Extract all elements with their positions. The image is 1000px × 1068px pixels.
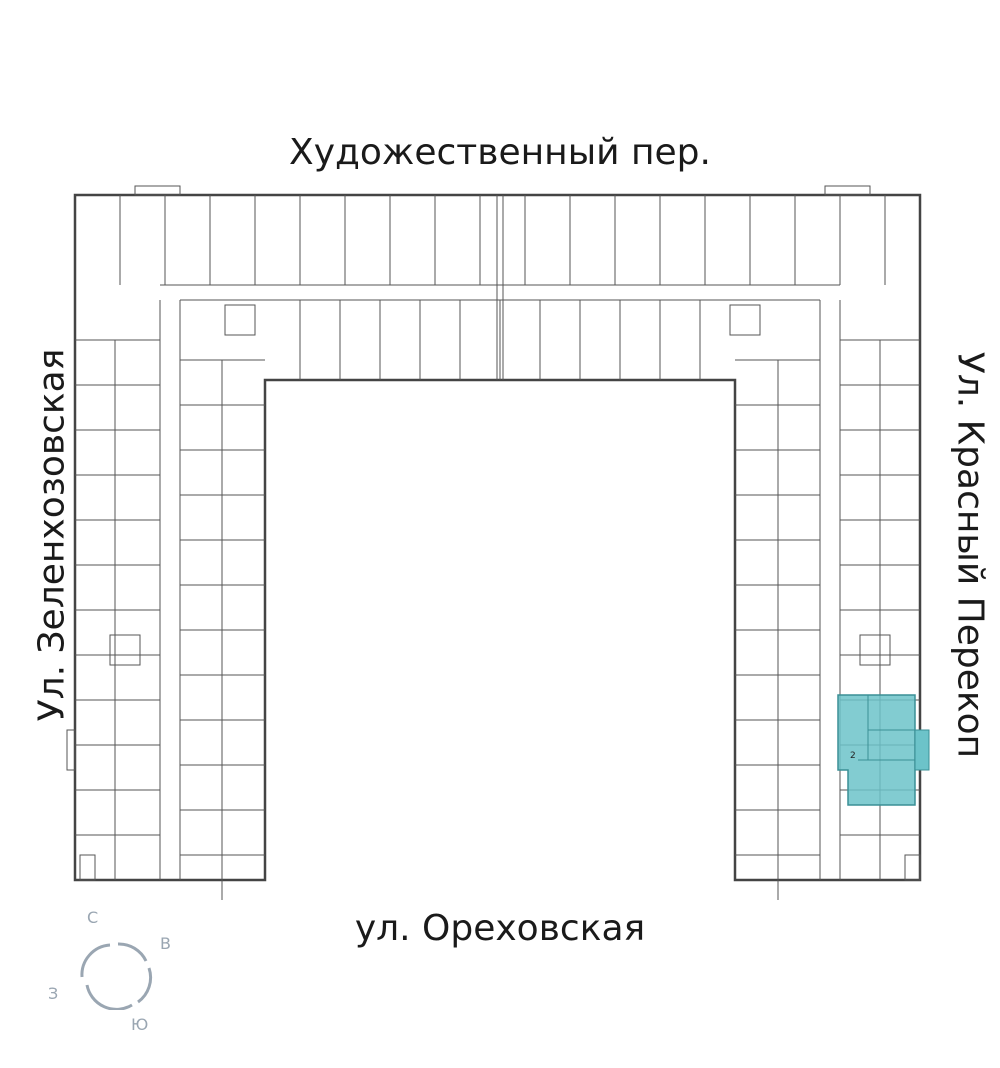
compass-ring-icon	[80, 942, 153, 1010]
compass-west: З	[48, 984, 59, 1003]
wall	[109, 634, 141, 666]
wall	[859, 634, 891, 666]
wall	[79, 854, 96, 881]
street-label-top: Художественный пер.	[289, 132, 711, 173]
compass-east: В	[160, 934, 171, 953]
wall	[904, 854, 921, 881]
wall	[824, 185, 871, 196]
wall	[224, 304, 256, 336]
compass-south: Ю	[131, 1015, 149, 1034]
wall	[73, 193, 922, 882]
wall	[729, 304, 761, 336]
wall	[66, 729, 76, 771]
compass-north: С	[87, 908, 99, 927]
highlighted-unit-rooms: 2	[850, 751, 856, 761]
street-label-bottom: ул. Ореховская	[354, 908, 646, 949]
wall	[134, 185, 181, 196]
highlighted-apartment[interactable]: 2	[837, 694, 930, 806]
